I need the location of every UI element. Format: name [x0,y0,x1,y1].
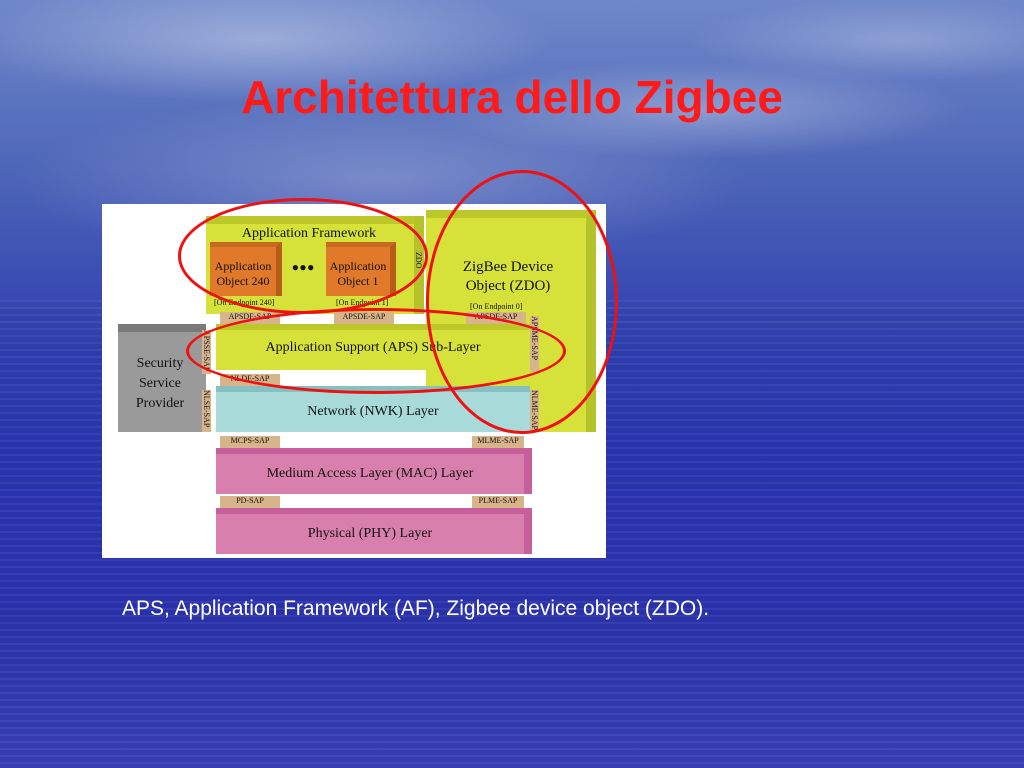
mlme-sap: MLME-SAP [472,436,524,448]
security-service-provider-label: Security Service Provider [135,356,185,411]
nlse-sap: NLSE-SAP [202,390,211,432]
highlight-zdo [426,170,618,434]
plme-sap: PLME-SAP [472,496,524,508]
highlight-application-framework [178,198,428,314]
phy-layer: Physical (PHY) Layer [216,508,532,554]
mac-layer: Medium Access Layer (MAC) Layer [216,448,532,494]
mac-layer-label: Medium Access Layer (MAC) Layer [266,466,474,481]
slide-caption: APS, Application Framework (AF), Zigbee … [122,597,710,620]
nwk-layer-label: Network (NWK) Layer [307,404,439,419]
phy-layer-label: Physical (PHY) Layer [307,526,433,541]
security-service-provider: Security Service Provider [118,324,206,432]
mcps-sap: MCPS-SAP [220,436,280,448]
pd-sap: PD-SAP [220,496,280,508]
slide-title: Architettura dello Zigbee [241,71,783,123]
